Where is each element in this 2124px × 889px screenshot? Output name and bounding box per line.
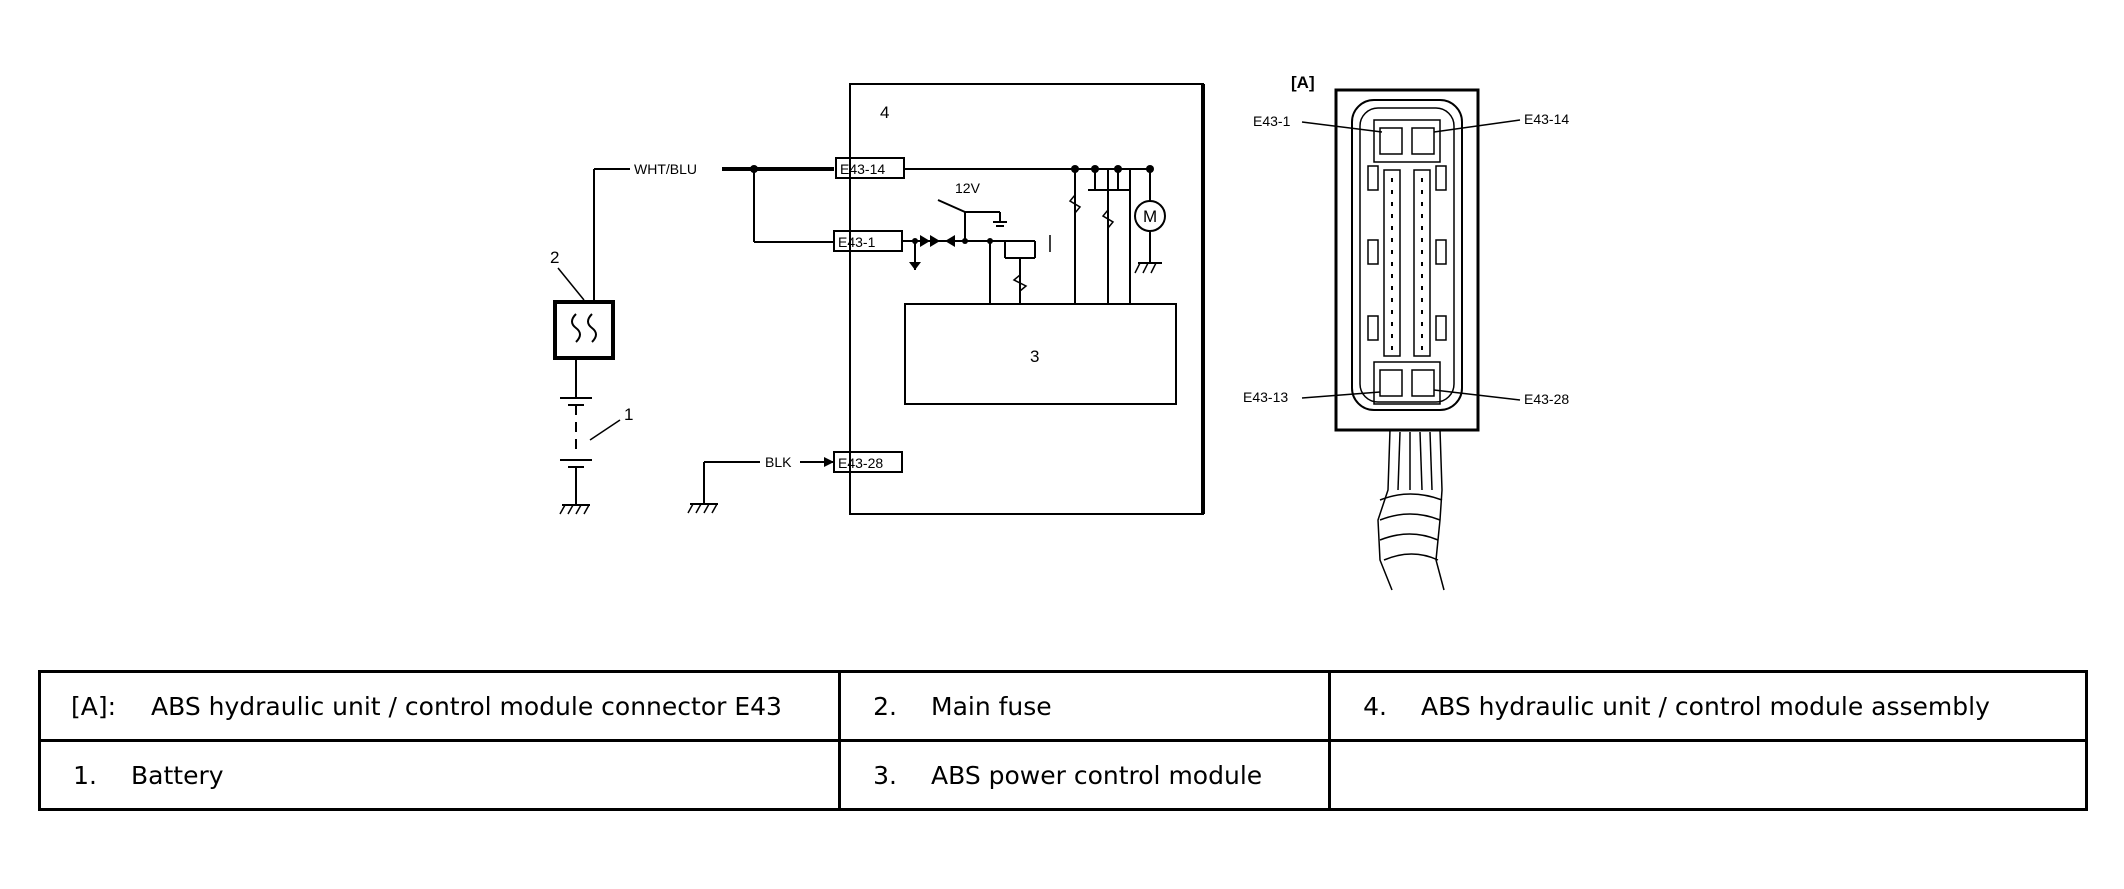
pin-e43-28 — [833, 451, 903, 473]
callout-4: 4 — [880, 103, 889, 122]
callout-2: 2 — [550, 248, 559, 267]
pin-e43-1: E43-1 — [833, 230, 903, 252]
legend-text: ABS power control module — [931, 760, 1263, 790]
legend-table: [A]: ABS hydraulic unit / control module… — [38, 670, 2088, 811]
conn-pin-e43-1: E43-1 — [1253, 113, 1291, 129]
conn-pin-e43-14: E43-14 — [1524, 111, 1569, 127]
legend-item-4: 4. ABS hydraulic unit / control module a… — [1328, 670, 2088, 742]
connector-pin-rows — [1383, 169, 1431, 357]
main-fuse: 2 — [550, 248, 615, 398]
connector-view-label: [A] — [1291, 73, 1315, 92]
legend-item-empty — [1328, 739, 2088, 811]
legend-text: ABS hydraulic unit / control module asse… — [1421, 691, 1990, 721]
power-control-module: 3 — [904, 303, 1177, 405]
legend-key: 1. — [73, 760, 97, 790]
internal-circuit-2: M — [1068, 165, 1166, 304]
battery: 1 — [559, 397, 633, 515]
legend-key: [A]: — [71, 691, 117, 721]
supply-wire: WHT/BLU — [593, 161, 834, 300]
conn-pin-e43-13: E43-13 — [1243, 389, 1288, 405]
internal-circuit: 12V — [902, 180, 1051, 304]
wire-label-wht-blu: WHT/BLU — [634, 161, 697, 177]
module-assembly: 4 — [849, 83, 1205, 515]
connector-view: [A] E43-1 E43-14 E43-13 E43-28 — [1243, 73, 1569, 591]
svg-text:E43-1: E43-1 — [838, 234, 876, 250]
wire-label-blk: BLK — [765, 454, 792, 470]
legend-text: ABS hydraulic unit / control module conn… — [151, 691, 782, 721]
callout-3: 3 — [1030, 347, 1039, 366]
wiring-diagram: 4 3 WHT/BLU E43-14 E43-1 1 — [550, 73, 1569, 591]
legend-text: Main fuse — [931, 691, 1052, 721]
legend-row: [A]: ABS hydraulic unit / control module… — [38, 670, 2088, 742]
legend-text: Battery — [131, 760, 224, 790]
svg-text:M: M — [1143, 207, 1157, 226]
legend-item-1: 1. Battery — [38, 739, 841, 811]
wire-harness — [1377, 429, 1445, 591]
conn-pin-e43-28: E43-28 — [1524, 391, 1569, 407]
legend-key: 4. — [1363, 691, 1387, 721]
legend-key: 3. — [873, 760, 897, 790]
legend-row: 1. Battery 3. ABS power control module — [38, 739, 2088, 811]
svg-text:E43-28: E43-28 — [838, 455, 883, 471]
pin-e43-14: E43-14 — [835, 157, 1150, 179]
voltage-12v: 12V — [955, 180, 981, 196]
legend-item-a: [A]: ABS hydraulic unit / control module… — [38, 670, 841, 742]
legend-key: 2. — [873, 691, 897, 721]
svg-text:E43-14: E43-14 — [840, 161, 885, 177]
legend-item-2: 2. Main fuse — [838, 670, 1331, 742]
ground-wire: BLK E43-28 — [687, 451, 903, 514]
legend-item-3: 3. ABS power control module — [838, 739, 1331, 811]
callout-1: 1 — [624, 405, 633, 424]
